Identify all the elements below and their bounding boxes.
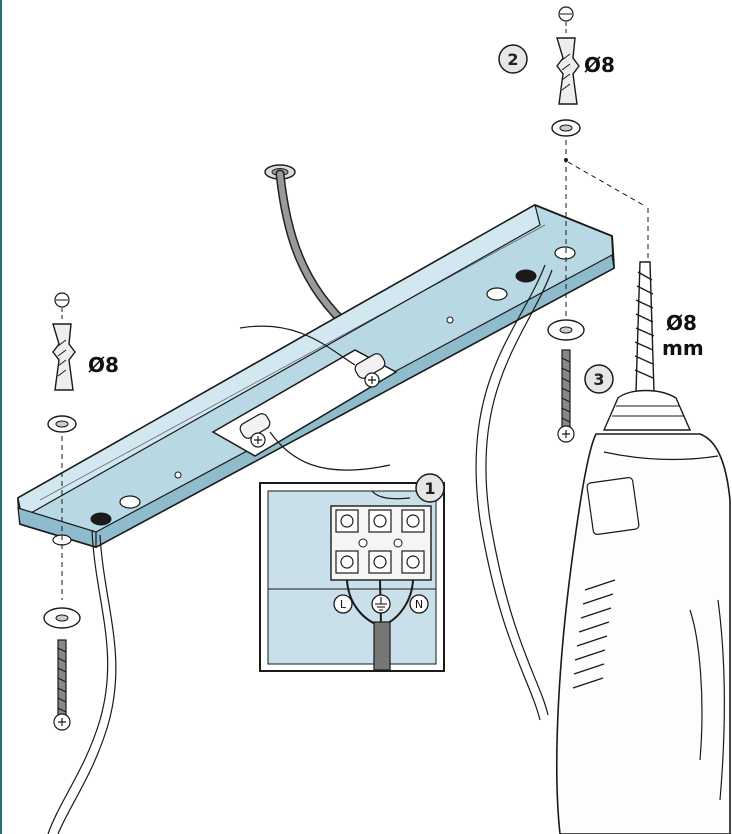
dowel-left-diameter-label: Ø8	[88, 353, 119, 377]
drill-icon	[555, 261, 731, 834]
washer-icon	[547, 319, 585, 341]
bracket-hole	[486, 287, 508, 301]
bracket-hole	[90, 512, 112, 526]
bracket-hole	[554, 246, 576, 260]
step-1-number: 1	[424, 479, 435, 498]
washer-icon	[43, 607, 81, 629]
lamp-wires	[47, 264, 553, 834]
screw-icon	[239, 413, 271, 448]
step-3-number: 3	[593, 370, 604, 389]
wiring-inset: L N	[259, 482, 445, 672]
terminal-live-label: L	[340, 598, 347, 611]
wall-plug-icon	[551, 6, 581, 330]
drill-bit-diameter-label: Ø8	[666, 311, 697, 335]
terminal-live-marker: L	[333, 594, 353, 614]
ceiling-cable	[264, 164, 357, 335]
drill-bit-unit-label: mm	[662, 336, 704, 360]
screw-icon	[557, 349, 575, 443]
wall-plug-icon	[47, 292, 77, 600]
step-2-badge: 2	[498, 44, 528, 74]
terminal-block	[330, 505, 432, 581]
step-1-badge: 1	[415, 473, 445, 503]
screw-icon	[354, 353, 386, 388]
drill-guide-line	[567, 161, 646, 207]
terminal-neutral-marker: N	[409, 594, 429, 614]
screw-icon	[53, 639, 71, 731]
dowel-right-diameter-label: Ø8	[584, 53, 615, 77]
bracket-hole	[515, 269, 537, 283]
mounting-bracket	[17, 204, 615, 548]
step-3-badge: 3	[584, 364, 614, 394]
bracket-hole	[119, 495, 141, 509]
earth-ground-icon	[371, 594, 391, 614]
terminal-neutral-label: N	[415, 598, 423, 611]
step-2-number: 2	[507, 50, 518, 69]
